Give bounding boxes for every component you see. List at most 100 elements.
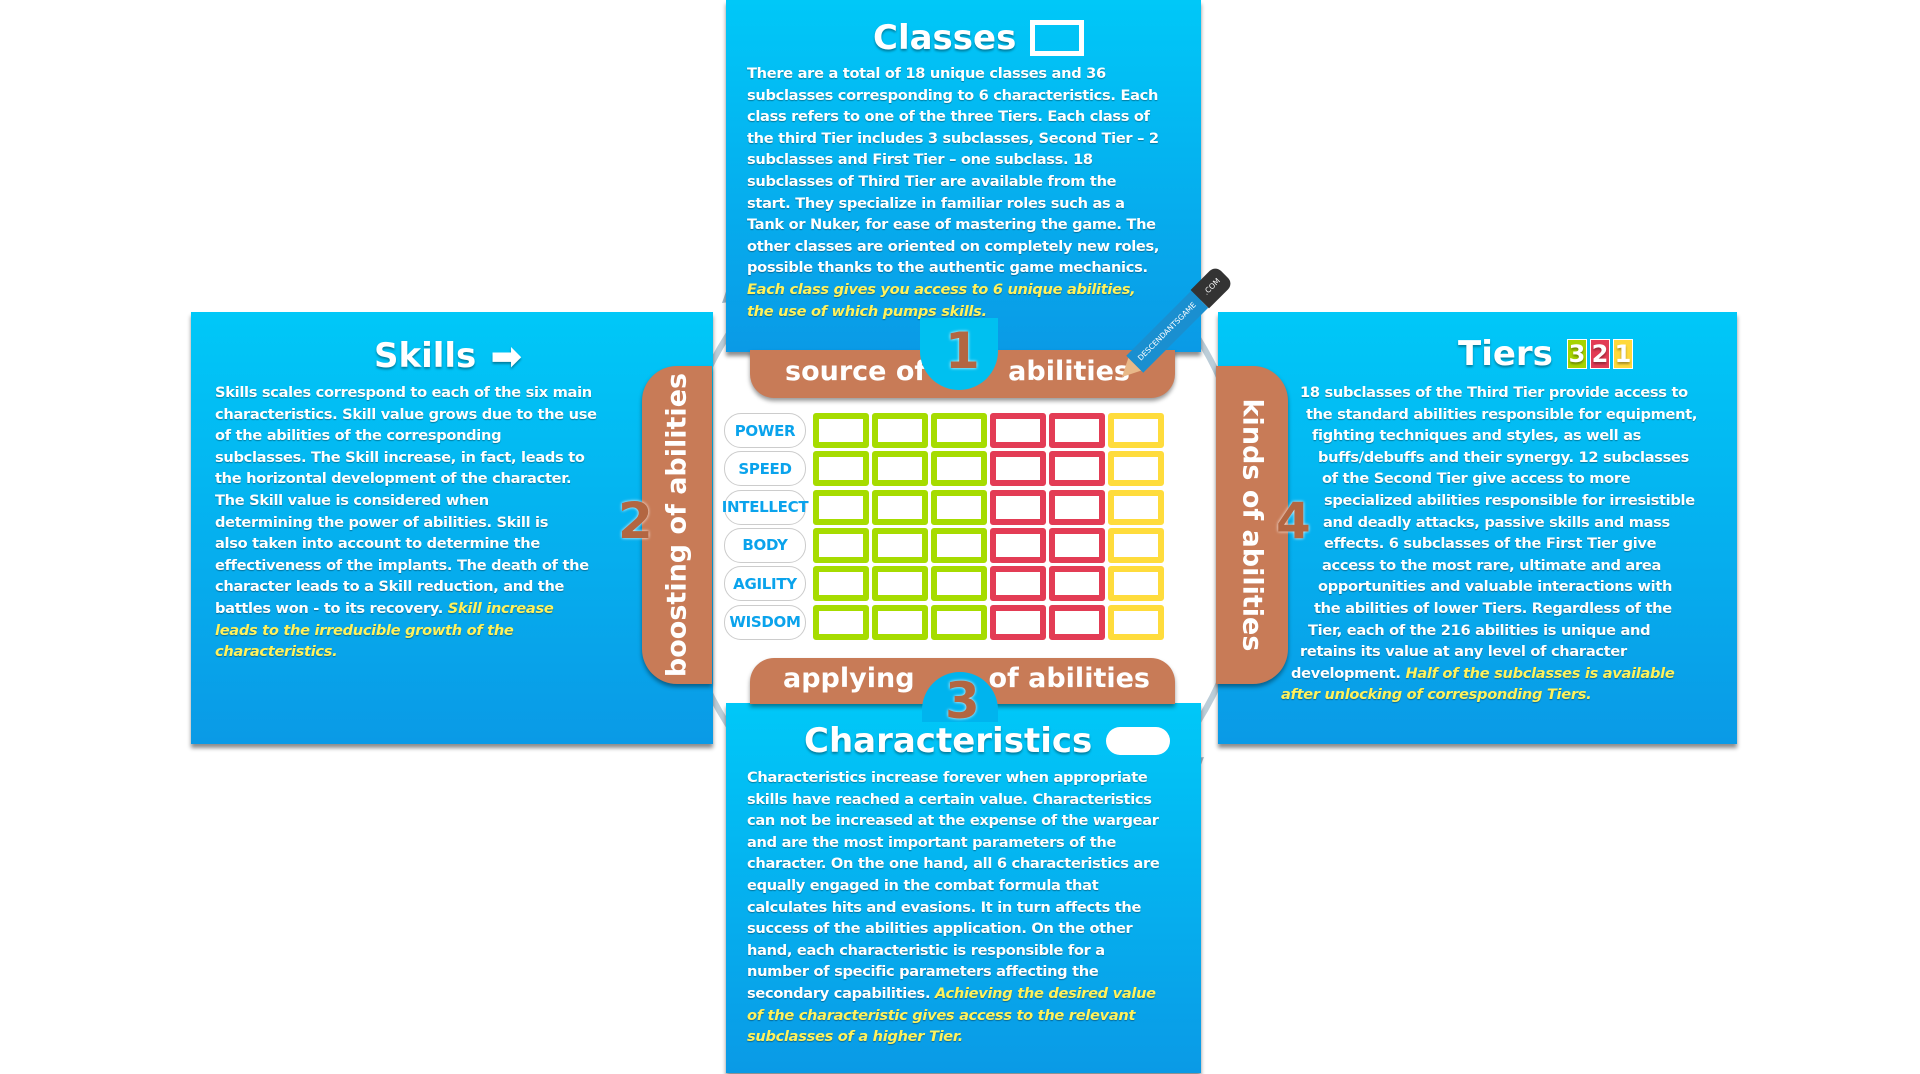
text-line: subclasses and First Tier – one subclass… (747, 149, 1159, 171)
text: 18 subclasses of the Third Tier provide … (1300, 384, 1688, 401)
text-line: after unlocking of corresponding Tiers. (1281, 684, 1697, 706)
text-line: of the Second Tier give access to more (1322, 468, 1697, 490)
text: subclasses of Third Tier are available f… (747, 172, 1117, 190)
ability-cell (990, 527, 1046, 563)
text-line: the third Tier includes 3 subclasses, Se… (747, 128, 1159, 150)
highlight-text: characteristics. (215, 643, 338, 661)
text-line: effectiveness of the implants. The death… (215, 555, 597, 577)
ability-cell (872, 413, 928, 448)
highlight-text: after unlocking of corresponding Tiers. (1281, 686, 1592, 704)
text-line: fighting techniques and styles, as well … (1312, 425, 1697, 447)
text: fighting techniques and styles, as well … (1312, 427, 1642, 445)
text: subclasses and First Tier – one subclass… (747, 151, 1093, 169)
text: Tier, each of the 216 abilities is uniqu… (1308, 621, 1651, 639)
text-line: access to the most rare, ultimate and ar… (1322, 555, 1697, 577)
text-line: Tank or Nuker, for ease of mastering the… (747, 214, 1159, 236)
skills-title: Skills ➡ (374, 334, 522, 378)
classes-panel: Classes There are a total of 18 unique c… (726, 0, 1201, 352)
arrow-right-icon: ➡ (490, 334, 523, 378)
text: equally engaged in the combat formula th… (747, 876, 1099, 894)
ability-cell (990, 489, 1046, 525)
text-line: opportunities and valuable interactions … (1318, 576, 1697, 598)
text: effects. 6 subclasses of the First Tier … (1324, 535, 1657, 553)
highlight-text: leads to the irreducible growth of the (215, 621, 514, 639)
band-label: applying (783, 663, 915, 694)
text-line: success of the abilities application. On… (747, 918, 1159, 940)
ability-cell (1108, 413, 1164, 448)
ability-cell (813, 489, 869, 525)
text-line: subclasses. The Skill increase, in fact,… (215, 447, 597, 469)
text-line: specialized abilities responsible for ir… (1324, 490, 1697, 512)
ability-cell (1108, 566, 1164, 602)
classes-description: There are a total of 18 unique classes a… (747, 63, 1159, 322)
ability-cell (990, 604, 1046, 640)
text-line: possible thanks to the authentic game me… (747, 257, 1159, 279)
row-label-speed: SPEED (724, 451, 806, 487)
tiers-title-text: Tiers (1458, 334, 1553, 374)
text-line: the use of which pumps skills. (747, 301, 1159, 323)
text: secondary capabilities. (747, 984, 935, 1002)
square-icon (1030, 20, 1085, 56)
text: the horizontal development of the charac… (215, 470, 572, 488)
text: class refers to one of the three Tiers. … (747, 108, 1150, 126)
text-line: of the characteristic gives access to th… (747, 1005, 1159, 1027)
step-number-3: 3 (945, 672, 980, 730)
text: retains its value at any level of charac… (1300, 643, 1627, 661)
ability-cell (931, 604, 987, 640)
tier-badge-1: 1 (1612, 339, 1633, 369)
step-number-1: 1 (945, 322, 980, 380)
text-line: class refers to one of the three Tiers. … (747, 106, 1159, 128)
text-line: subclasses of Third Tier are available f… (747, 171, 1159, 193)
text-line: development. Half of the subclasses is a… (1291, 663, 1697, 685)
text-line: Characteristics increase forever when ap… (747, 767, 1159, 789)
ability-cell (931, 489, 987, 525)
row-label-agility: AGILITY (724, 566, 806, 602)
text-line: also taken into account to determine the (215, 533, 597, 555)
text-line: 18 subclasses of the Third Tier provide … (1300, 382, 1697, 404)
text-line: Skills scales correspond to each of the … (215, 382, 597, 404)
classes-title-text: Classes (873, 18, 1017, 58)
text-line: battles won - to its recovery. Skill inc… (215, 598, 597, 620)
text-line: Tier, each of the 216 abilities is uniqu… (1308, 620, 1697, 642)
text-line: the horizontal development of the charac… (215, 468, 597, 490)
text-line: character. On the one hand, all 6 charac… (747, 853, 1160, 875)
highlight-text: Skill increase (447, 599, 554, 617)
text: possible thanks to the authentic game me… (747, 259, 1148, 277)
text-line: calculates hits and evasions. It in turn… (747, 897, 1159, 919)
text: subclasses corresponding to 6 characteri… (747, 86, 1159, 104)
ability-cell (1049, 604, 1105, 640)
ability-cell (1049, 566, 1105, 602)
ability-cell (931, 527, 987, 563)
text: specialized abilities responsible for ir… (1324, 491, 1695, 509)
step-number-2: 2 (618, 492, 653, 550)
ability-cell (990, 451, 1046, 487)
ability-cell (813, 566, 869, 602)
text-line: buffs/debuffs and their synergy. 12 subc… (1318, 447, 1697, 469)
text: number of specific parameters affecting … (747, 963, 1099, 981)
ability-cell (990, 413, 1046, 448)
text: and deadly attacks, passive skills and m… (1323, 513, 1670, 531)
text-line: determining the power of abilities. Skil… (215, 512, 597, 534)
text-line: Each class gives you access to 6 unique … (747, 279, 1159, 301)
ability-cell (1108, 604, 1164, 640)
ability-cell (1108, 527, 1164, 563)
text: of the Second Tier give access to more (1322, 470, 1631, 488)
text: development. (1291, 664, 1406, 682)
row-label-wisdom: WISDOM (724, 604, 806, 640)
highlight-text: of the characteristic gives access to th… (747, 1006, 1136, 1024)
text: skills have reached a certain value. Cha… (747, 790, 1152, 808)
text-line: secondary capabilities. Achieving the de… (747, 983, 1159, 1005)
text: can not be increased at the expense of t… (747, 812, 1159, 830)
tiers-description: 18 subclasses of the Third Tier provide … (1218, 382, 1697, 706)
text: battles won - to its recovery. (215, 599, 448, 617)
row-label-power: POWER (724, 413, 806, 448)
ability-cell (813, 604, 869, 640)
highlight-text: Achieving the desired value (934, 984, 1156, 1002)
text: also taken into account to determine the (215, 535, 540, 553)
text-line: and are the most important parameters of… (747, 832, 1159, 854)
band-kinds-of-abilities: kinds of abilities (1216, 366, 1288, 684)
highlight-text: the use of which pumps skills. (747, 302, 987, 320)
classes-title: Classes (873, 18, 1085, 58)
ability-cell (872, 451, 928, 487)
text-line: hand, each characteristic is responsible… (747, 940, 1159, 962)
